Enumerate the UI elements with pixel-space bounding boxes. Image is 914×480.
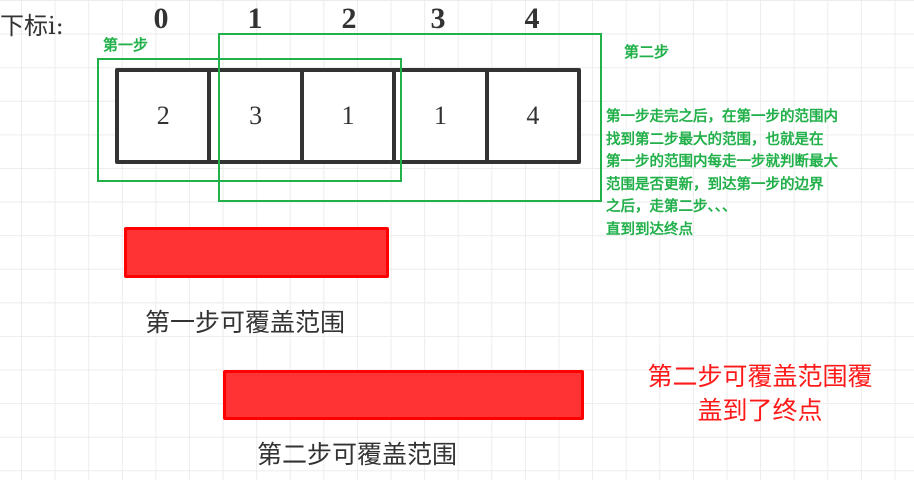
- array-cell: 1: [396, 72, 489, 160]
- coverage2-bar: [223, 370, 584, 420]
- index-2: 2: [341, 2, 357, 35]
- step2-label: 第二步: [624, 43, 670, 61]
- array-cell: 1: [304, 72, 397, 160]
- index-4: 4: [524, 2, 540, 35]
- description-text: 第一步走完之后，在第一步的范围内 找到第二步最大的范围，也就是在 第一步的范围内…: [606, 109, 838, 238]
- index-3: 3: [430, 2, 446, 35]
- index-label: 下标i:: [0, 12, 64, 40]
- array-cell: 2: [119, 72, 212, 160]
- coverage2-caption: 第二步可覆盖范围: [257, 440, 458, 469]
- array-cell: 3: [211, 72, 304, 160]
- index-1: 1: [247, 2, 263, 35]
- step1-label: 第一步: [103, 36, 149, 54]
- step1-range-box: [97, 58, 402, 182]
- index-0: 0: [153, 2, 169, 35]
- conclusion-text: 第二步可覆盖范围覆 盖到了终点: [647, 362, 873, 425]
- coverage1-bar: [124, 227, 389, 278]
- array-cells: 2 3 1 1 4: [115, 68, 581, 164]
- array-cell: 4: [526, 101, 540, 130]
- coverage1-caption: 第一步可覆盖范围: [145, 308, 346, 337]
- step2-range-box: [218, 33, 602, 202]
